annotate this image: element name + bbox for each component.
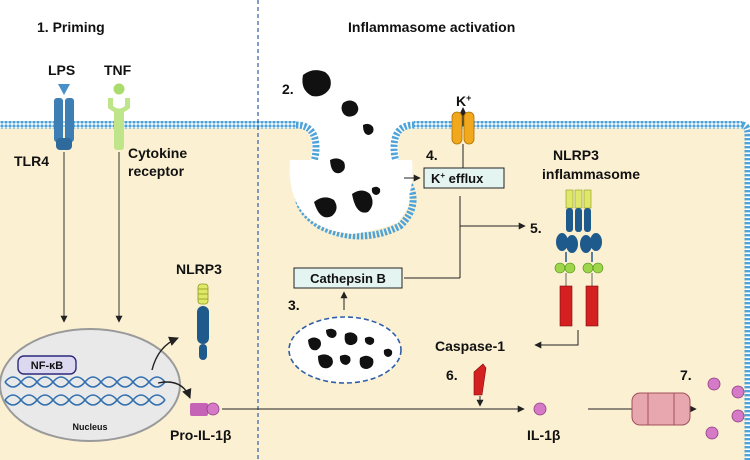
step-2-label: 2. (282, 81, 294, 97)
nfkb-label: NF-κB (31, 360, 63, 372)
lysosome-particles-icon (308, 328, 393, 369)
tlr4-receptor-icon (54, 98, 74, 150)
nlrp3-monomer-icon (197, 283, 209, 360)
pro-il1b-icon (190, 402, 220, 416)
caspase1-label: Caspase-1 (435, 338, 505, 354)
plasma-membrane (0, 121, 750, 460)
nucleus-to-nlrp3-arrow (151, 336, 179, 371)
k-ion-label: K+ (456, 93, 471, 109)
k-efflux-box (423, 167, 505, 189)
cytokine-receptor-icon (108, 98, 130, 150)
step-7-label: 7. (680, 367, 692, 383)
potassium-channel-icon (451, 111, 475, 145)
il1b-icon (533, 402, 547, 416)
priming-title: 1. Priming (37, 19, 105, 35)
lps-label: LPS (48, 62, 75, 78)
activation-title: Inflammasome activation (348, 19, 515, 35)
inflammasome-label-line1: NLRP3 (553, 147, 599, 163)
step-5-label: 5. (530, 220, 542, 236)
exporter-channel-icon (631, 392, 691, 426)
pro-il1b-label: Pro-IL-1β (170, 427, 232, 443)
cathepsin-b-box (293, 267, 403, 289)
cytokine-receptor-label-line2: receptor (128, 163, 185, 179)
cathepsin-b-label: Cathepsin B (310, 271, 386, 286)
tnf-label: TNF (104, 62, 132, 78)
lysosome (288, 316, 402, 384)
k-efflux-label: K+ efflux (431, 171, 484, 186)
tnf-icon (113, 83, 125, 95)
secreted-il1b-icons (705, 377, 745, 440)
nucleus-label: Nucleus (72, 422, 107, 432)
step-3-label: 3. (288, 297, 300, 313)
cytokine-receptor-label-line1: Cytokine (128, 145, 187, 161)
nfkb-box (17, 355, 77, 375)
cytoplasm (0, 128, 746, 460)
nlrp3-label: NLRP3 (176, 261, 222, 277)
step-4-label: 4. (426, 147, 438, 163)
inflammasome-label-line2: inflammasome (542, 166, 640, 182)
lps-icon (58, 84, 70, 95)
caspase1-icon (473, 363, 487, 396)
particles-icon (302, 70, 381, 218)
step-6-label: 6. (446, 367, 458, 383)
tlr4-label: TLR4 (14, 153, 49, 169)
il1b-label: IL-1β (527, 427, 561, 443)
nucleus-to-proil1b-arrow (157, 381, 192, 399)
phagosome (289, 160, 413, 234)
dna-helix-icon (4, 376, 166, 406)
inflammasome-to-caspase-arrow (534, 330, 579, 349)
nlrp3-inflammasome-icon (554, 189, 604, 327)
